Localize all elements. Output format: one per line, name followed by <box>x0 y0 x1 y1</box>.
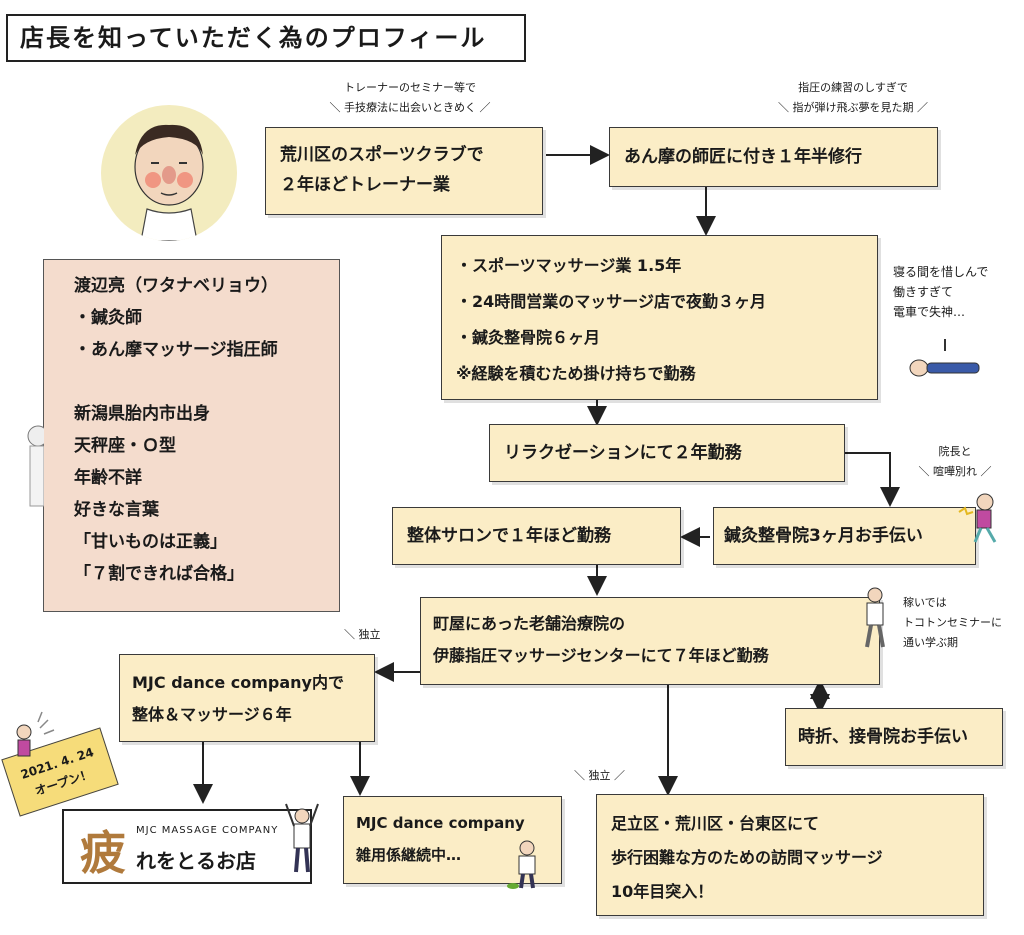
box-massage: ・スポーツマッサージ業 1.5年 ・24時間営業のマッサージ店で夜勤３ヶ月 ・鍼… <box>441 235 878 400</box>
note-sleep: 電車で失神… <box>893 305 966 319</box>
box-relax: リラクゼーションにて２年勤務 <box>489 424 845 482</box>
logo-company: MJC MASSAGE COMPANY <box>136 825 279 836</box>
profile-line: 年齢不詳 <box>74 468 142 488</box>
profile-line: ・あん摩マッサージ指圧師 <box>74 340 278 360</box>
box-sekkotsu: 時折、接骨院お手伝い <box>785 708 1003 766</box>
box-mjc: MJC dance company内で 整体＆マッサージ６年 <box>119 654 375 742</box>
note-independence: ＼ 独立 <box>344 628 381 641</box>
note-shiatsu-bottom: ＼ 指が弾け飛ぶ夢を見た期 ／ <box>778 101 928 114</box>
box-seikotsu: 鍼灸整骨院3ヶ月お手伝い <box>713 507 976 565</box>
profile-line: 好きな言葉 <box>74 500 159 520</box>
note-trainer-top: トレーナーのセミナー等で <box>344 81 476 94</box>
profile-line: 新潟県胎内市出身 <box>74 404 210 424</box>
sweeping-person-icon <box>507 840 536 889</box>
profile-name: 渡辺亮（ワタナベリョウ） <box>74 276 278 296</box>
profile-line: ・鍼灸師 <box>74 308 142 328</box>
collapsed-person-icon <box>909 339 980 377</box>
box-visit: 足立区・荒川区・台東区にて 歩行困難な方のための訪問マッサージ 10年目突入！ <box>596 794 984 916</box>
note-seminar: トコトンセミナーに <box>903 616 1002 629</box>
box-trainer: 荒川区のスポーツクラブで ２年ほどトレーナー業 <box>265 127 543 215</box>
peeking-person-icon <box>27 425 44 507</box>
profile-line: 天秤座・Ｏ型 <box>74 436 176 456</box>
note-shiatsu-top: 指圧の練習のしすぎで <box>798 81 908 94</box>
note-fight-bottom: ＼ 喧嘩別れ ／ <box>918 465 992 478</box>
note-sleep: 寝る間を惜しんで <box>893 265 989 279</box>
note-independence: ＼ 独立 ／ <box>574 769 625 782</box>
shop-logo: 疲 MJC MASSAGE COMPANY れをとるお店 <box>62 809 312 884</box>
box-shiatsu: あん摩の師匠に付き１年半修行 <box>609 127 938 187</box>
note-fight-top: 院長と <box>938 445 972 458</box>
cheering-person-icon <box>285 803 319 873</box>
fighting-person-icon <box>958 493 997 543</box>
box-ito: 町屋にあった老舗治療院の 伊藤指圧マッサージセンターにて７年ほど勤務 <box>420 597 880 685</box>
avatar <box>101 105 237 241</box>
logo-kanji: 疲 <box>80 826 126 880</box>
note-trainer-bottom: ＼ 手技療法に出会いときめく ／ <box>329 101 491 114</box>
logo-tagline: れをとるお店 <box>136 849 256 873</box>
page-title: 店長を知っていただく為のプロフィール <box>6 14 526 62</box>
celebrating-person-icon <box>16 711 55 757</box>
profile-line: 「７割できれば合格」 <box>74 564 244 584</box>
profile-line: 「甘いものは正義」 <box>74 532 227 552</box>
note-seminar: 通い学ぶ期 <box>903 636 958 649</box>
note-sleep: 働きすぎて <box>893 285 954 299</box>
studying-person-icon <box>865 587 885 648</box>
box-salon: 整体サロンで１年ほど勤務 <box>392 507 681 565</box>
note-seminar: 稼いでは <box>903 596 947 609</box>
box-mjc-continued: MJC dance company 雑用係継続中… <box>343 796 562 884</box>
profile-card: 渡辺亮（ワタナベリョウ） ・鍼灸師 ・あん摩マッサージ指圧師 新潟県胎内市出身 … <box>43 259 340 612</box>
